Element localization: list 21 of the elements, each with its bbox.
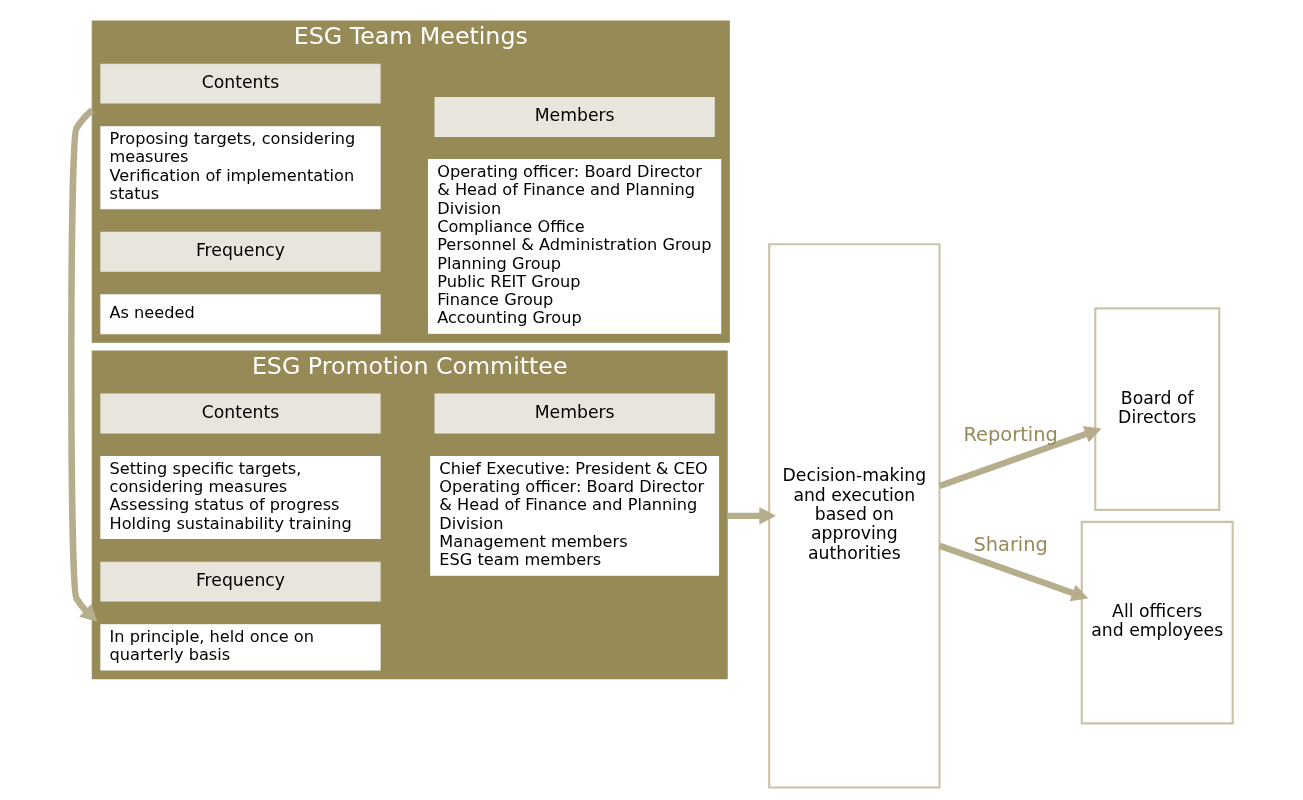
edge-label: Sharing [972,532,1048,556]
node-box: Operating officer: Board Director & Head of Finance and Planning Division Compliance Office Personnel & Administration Group Planning Group Public REIT Group Finance Group Accounting Group [427,159,721,334]
node-box: As needed [99,294,381,335]
node-box: Frequency [99,231,381,272]
arrow [938,425,1101,490]
node-box: Contents [99,393,381,434]
node-box: Board of Directors [1093,307,1220,512]
node-box: In principle, held once on quarterly basis [99,624,381,671]
node-box: Chief Executive: President & CEO Operating officer: Board Director & Head of Finance and Planning Division Management members ESG team members [429,456,719,576]
node-box: Members [434,393,715,434]
arrow [726,507,776,525]
arrow [938,542,1088,602]
node-box: Frequency [99,561,381,602]
node-box: All officers and employees [1080,520,1234,725]
node-box: Decision-making and execution based on approving authorities [767,243,941,789]
node-box: Contents [99,63,381,104]
arrow [67,107,97,622]
edge-label: Reporting [963,422,1058,446]
node-box: Proposing targets, considering measures Verification of implementation status [99,126,381,210]
node-box: Setting specific targets, considering measures Assessing status of progress Holding sustainability training [99,456,381,540]
node-box: Members [434,97,715,137]
